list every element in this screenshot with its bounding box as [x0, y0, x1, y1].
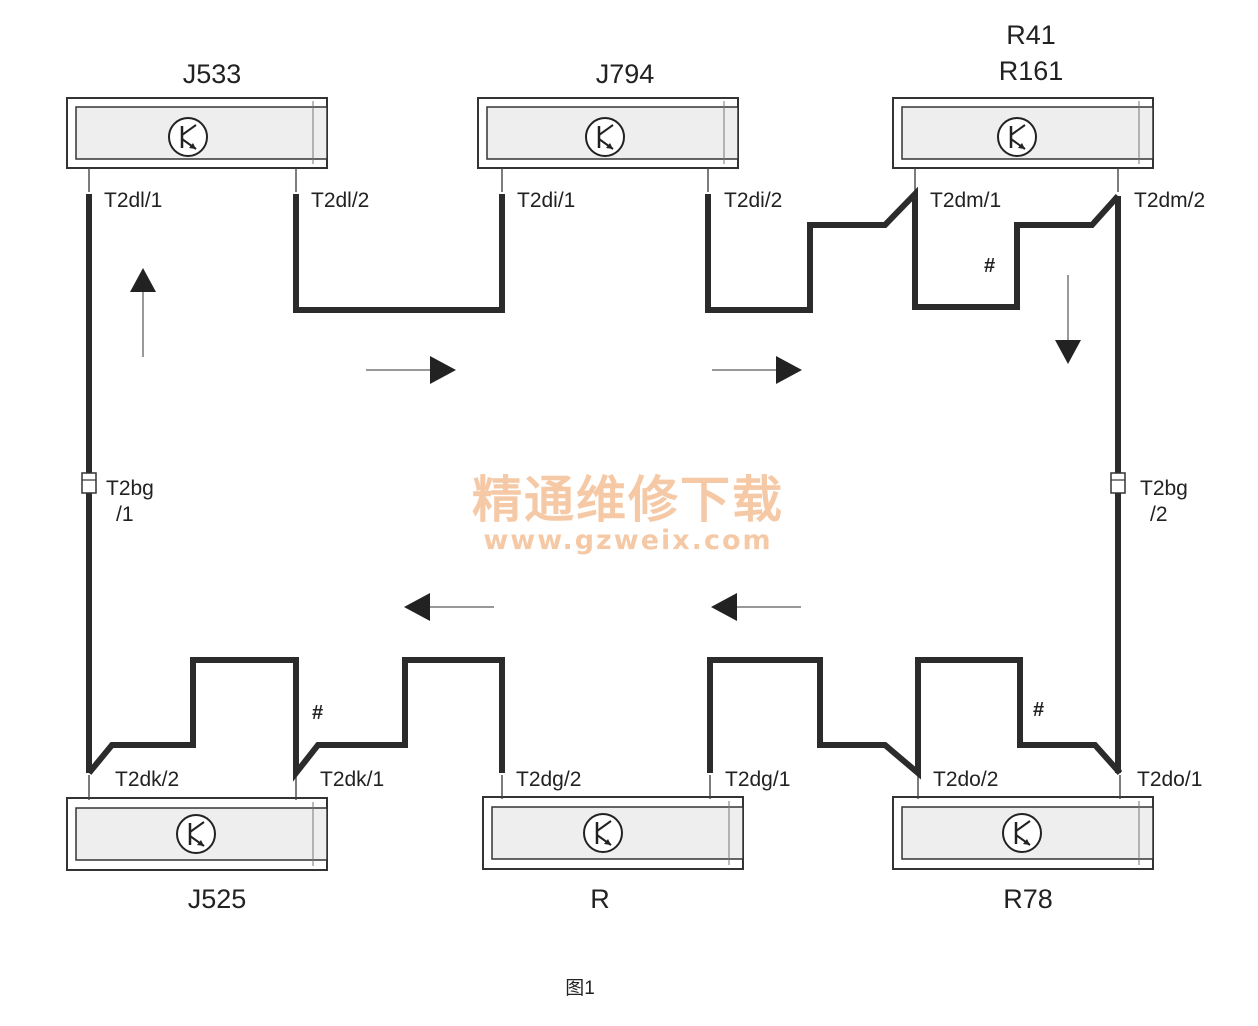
hash-mark: #: [312, 702, 323, 724]
module-r78: [892, 796, 1154, 870]
connector-right-icon: [1110, 472, 1126, 494]
pin-t2dm1: T2dm/1: [930, 189, 1001, 212]
figure-caption: 图1: [565, 978, 595, 999]
pin-t2dk1: T2dk/1: [320, 768, 384, 791]
label-j525: J525: [188, 884, 247, 914]
hash-mark: #: [1033, 699, 1044, 721]
module-j525: [66, 797, 328, 871]
hash-mark: #: [984, 255, 995, 277]
label-r78: R78: [1003, 884, 1053, 914]
pin-t2dl1: T2dl/1: [104, 189, 162, 212]
module-r: [482, 796, 744, 870]
pin-t2dg1: T2dg/1: [725, 768, 790, 791]
pin-t2dg2: T2dg/2: [516, 768, 581, 791]
wire-bottom-right: [707, 657, 1123, 780]
pin-t2do1: T2do/1: [1137, 768, 1202, 791]
transistor-symbol-icon: [996, 116, 1038, 158]
label-r41: R41: [1006, 20, 1056, 50]
label-r161: R161: [999, 56, 1064, 86]
arrow-up-icon: [130, 268, 156, 292]
label-r: R: [590, 884, 610, 914]
module-j794: [477, 97, 739, 169]
transistor-symbol-icon: [584, 116, 626, 158]
arrow-right-icon: [430, 356, 456, 384]
pin-t2di1: T2di/1: [517, 189, 575, 212]
pin-t2do2: T2do/2: [933, 768, 998, 791]
connector-left-label-2: /1: [116, 503, 134, 526]
module-r41-r161: [892, 97, 1154, 169]
transistor-symbol-icon: [1001, 812, 1043, 854]
pin-t2dl2: T2dl/2: [311, 189, 369, 212]
pin-stubs: [88, 168, 1121, 800]
connector-left-icon: [81, 472, 97, 494]
watermark-cn: 精通维修下载: [472, 471, 784, 529]
pin-t2di2: T2di/2: [724, 189, 782, 212]
transistor-symbol-icon: [582, 812, 624, 854]
connector-right-label-1: T2bg: [1140, 477, 1188, 500]
label-j794: J794: [596, 59, 655, 89]
connector-left-label-1: T2bg: [106, 477, 154, 500]
arrow-left-icon: [711, 593, 737, 621]
wire-top-2: [705, 186, 1121, 313]
direction-arrows: [130, 268, 1081, 621]
module-j533: [66, 97, 328, 169]
label-j533: J533: [183, 59, 242, 89]
pin-t2dm2: T2dm/2: [1134, 189, 1205, 212]
connector-right-label-2: /2: [1150, 503, 1168, 526]
transistor-symbol-icon: [167, 116, 209, 158]
arrow-right-icon: [776, 356, 802, 384]
transistor-symbol-icon: [175, 813, 217, 855]
arrow-down-icon: [1055, 340, 1081, 364]
arrow-left-icon: [404, 593, 430, 621]
wire-top-1: [293, 194, 505, 313]
pin-t2dk2: T2dk/2: [115, 768, 179, 791]
wire-bottom-left: [86, 657, 505, 782]
watermark-url: www.gzweix.com: [483, 525, 772, 556]
